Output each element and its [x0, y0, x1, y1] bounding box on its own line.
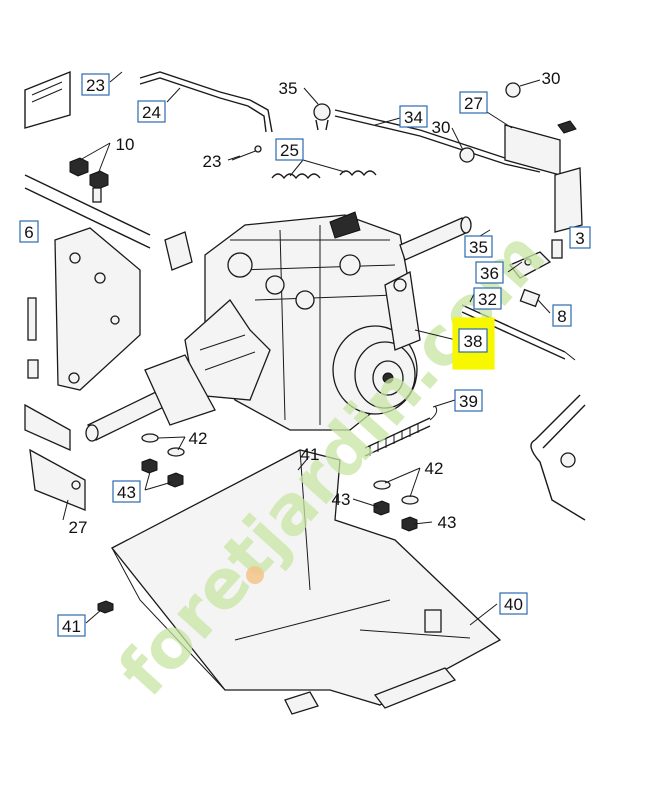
pin-23	[231, 145, 262, 161]
svg-text:41: 41	[301, 445, 320, 464]
callout-42-left[interactable]: 42	[189, 429, 208, 448]
spring-25	[271, 170, 377, 180]
callout-41-middle[interactable]: 41	[301, 445, 320, 464]
upper-left-bracket	[24, 70, 71, 129]
callout-30-top-right[interactable]: 30	[542, 69, 561, 88]
callout-39[interactable]: 39	[454, 389, 483, 412]
svg-text:36: 36	[480, 264, 499, 283]
callout-43-middle[interactable]: 43	[332, 490, 351, 509]
svg-text:27: 27	[464, 94, 483, 113]
svg-text:40: 40	[504, 595, 523, 614]
deck-pan-40	[111, 449, 502, 715]
callout-6[interactable]: 6	[19, 220, 39, 243]
callout-35-right[interactable]: 35	[464, 235, 493, 258]
svg-text:25: 25	[280, 141, 299, 160]
svg-text:30: 30	[432, 118, 451, 137]
callout-10[interactable]: 10	[116, 135, 135, 154]
axle-shaft-right	[399, 216, 472, 261]
svg-text:42: 42	[425, 459, 444, 478]
callout-30-middle[interactable]: 30	[432, 118, 451, 137]
bolt-3	[551, 239, 563, 259]
svg-text:10: 10	[116, 135, 135, 154]
svg-text:39: 39	[459, 392, 478, 411]
svg-text:23: 23	[86, 76, 105, 95]
callout-43-left[interactable]: 43	[112, 480, 141, 503]
clip-36	[508, 251, 552, 279]
nuts-43	[141, 458, 418, 532]
axle-shaft-left	[85, 354, 216, 442]
bolts-10	[69, 157, 109, 203]
bushing-35-top	[313, 103, 331, 131]
svg-text:23: 23	[203, 152, 222, 171]
ferrule-8	[519, 288, 541, 308]
callout-27-bottom[interactable]: 27	[69, 518, 88, 537]
callout-27-top[interactable]: 27	[459, 91, 488, 114]
callout-43-right[interactable]: 43	[438, 513, 457, 532]
callout-25[interactable]: 25	[275, 138, 304, 161]
lower-right-rod	[530, 394, 586, 521]
lower-left-bracket-27	[24, 403, 86, 511]
svg-text:35: 35	[469, 238, 488, 257]
bracket-arm	[384, 271, 421, 351]
nuts-30	[459, 82, 577, 163]
callout-42-right[interactable]: 42	[425, 459, 444, 478]
svg-text:43: 43	[438, 513, 457, 532]
callout-40[interactable]: 40	[499, 592, 528, 615]
callout-41-bottom[interactable]: 41	[57, 614, 86, 637]
callout-35-top[interactable]: 35	[279, 79, 298, 98]
callout-24[interactable]: 24	[137, 100, 166, 123]
callout-23-top[interactable]: 23	[81, 73, 110, 96]
svg-text:3: 3	[575, 229, 584, 248]
left-frame-plate	[24, 174, 151, 391]
callout-38-highlighted[interactable]: 38	[452, 317, 495, 370]
bracket-mount	[164, 231, 193, 271]
right-bracket-27	[504, 124, 583, 233]
svg-text:24: 24	[142, 103, 161, 122]
svg-text:43: 43	[332, 490, 351, 509]
callout-32[interactable]: 32	[473, 287, 502, 310]
svg-text:43: 43	[117, 483, 136, 502]
spring-39	[364, 405, 438, 457]
svg-text:42: 42	[189, 429, 208, 448]
svg-text:32: 32	[478, 290, 497, 309]
callout-36[interactable]: 36	[475, 261, 504, 284]
svg-text:6: 6	[24, 223, 33, 242]
svg-text:30: 30	[542, 69, 561, 88]
svg-text:27: 27	[69, 518, 88, 537]
svg-text:35: 35	[279, 79, 298, 98]
callout-3[interactable]: 3	[569, 226, 591, 249]
svg-text:41: 41	[62, 617, 81, 636]
callout-8[interactable]: 8	[552, 304, 572, 327]
svg-text:38: 38	[464, 332, 483, 351]
svg-text:34: 34	[404, 108, 423, 127]
control-rod-24	[139, 71, 273, 133]
callout-34[interactable]: 34	[399, 105, 428, 128]
svg-text:8: 8	[557, 307, 566, 326]
callout-23-middle[interactable]: 23	[203, 152, 222, 171]
